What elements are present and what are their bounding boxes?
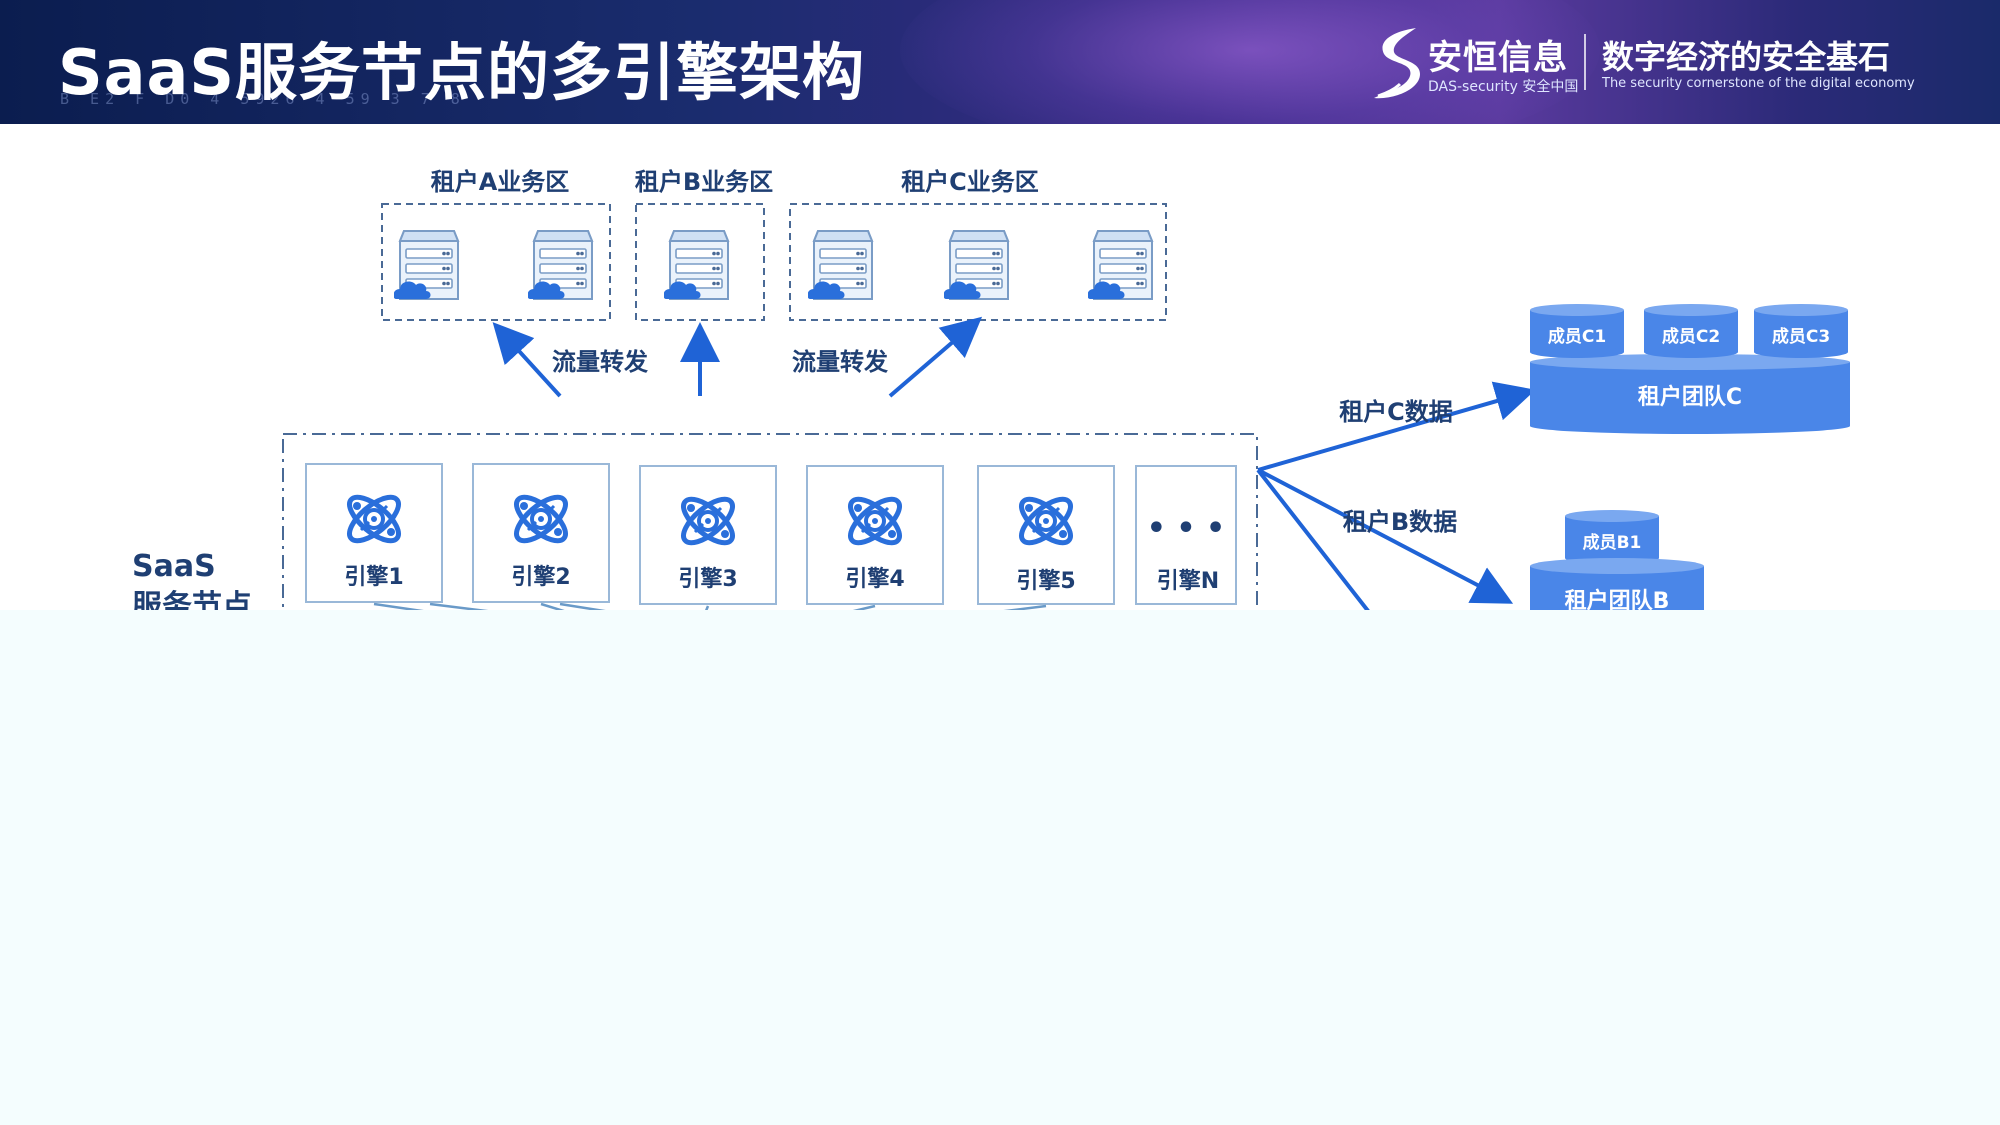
- header-glow: [900, 0, 1600, 124]
- server-cloud-icon: [944, 229, 1010, 301]
- zone-c-box: [789, 203, 1167, 321]
- zone-b-box: [635, 203, 765, 321]
- lower-panel: [0, 610, 2000, 1125]
- server-cloud-icon: [394, 229, 460, 301]
- brand-name-en: DAS-security 安全中国: [1428, 79, 1579, 95]
- brand-logo: 安恒信息 DAS-security 安全中国 数字经济的安全基石 The sec…: [1370, 24, 1970, 104]
- team-b-cylinder: 租户团队B: [1530, 558, 1704, 610]
- forward-arrow-a: [492, 322, 562, 398]
- data-arrow-b: [1257, 468, 1514, 604]
- team-c-cylinder: 租户团队C: [1530, 354, 1850, 434]
- header-digits: B E2 F D0 4 5926 4 59 3 7 8: [60, 90, 466, 108]
- zone-a-box: [381, 203, 611, 321]
- member-label: 成员B1: [1583, 532, 1642, 553]
- data-arrow-a: [1256, 468, 1370, 610]
- architecture-diagram: 租户A业务区 租户B业务区 租户C业务区 流量转发 流量转发 SaaS 服务节点…: [132, 168, 1850, 610]
- engine-1: 引擎1: [305, 463, 443, 603]
- member-label: 成员C2: [1662, 326, 1720, 347]
- member-label: 成员C1: [1548, 326, 1606, 347]
- team-b-name: 租户团队B: [1565, 588, 1670, 610]
- forward-label-right: 流量转发: [792, 348, 888, 376]
- engine-4: 引擎4: [806, 465, 944, 605]
- forward-label-left: 流量转发: [552, 348, 648, 376]
- page-title: SaaS服务节点的多引擎架构: [58, 36, 865, 109]
- engine-more-dots: • • •: [1147, 511, 1225, 546]
- brand-name-cn: 安恒信息: [1428, 38, 1568, 78]
- team-c-name: 租户团队C: [1638, 384, 1742, 410]
- data-label-b: 租户B数据: [1343, 508, 1457, 536]
- engine-5: 引擎5: [977, 465, 1115, 605]
- engine-2: 引擎2: [472, 463, 610, 603]
- slogan-cn: 数字经济的安全基石: [1602, 38, 1891, 76]
- saas-node-label-1: SaaS: [132, 549, 216, 584]
- member-c1: 成员C1: [1530, 304, 1624, 358]
- shield-logo-icon: [1374, 28, 1420, 99]
- server-cloud-icon: [664, 229, 730, 301]
- member-b1: 成员B1: [1565, 510, 1659, 564]
- member-c2: 成员C2: [1644, 304, 1738, 358]
- logo-divider: [1584, 34, 1586, 90]
- zone-a-label: 租户A业务区: [431, 168, 570, 196]
- forward-arrow-c: [888, 316, 983, 398]
- engine-label: 引擎5: [1016, 569, 1075, 594]
- slogan-en: The security cornerstone of the digital …: [1602, 76, 1915, 91]
- saas-node-box: [282, 433, 1258, 610]
- member-c3: 成员C3: [1754, 304, 1848, 358]
- engine-3: 引擎3: [639, 465, 777, 605]
- member-label: 成员C3: [1772, 326, 1830, 347]
- engine-label: 引擎3: [678, 567, 737, 592]
- server-cloud-icon: [808, 229, 874, 301]
- server-cloud-icon: [1088, 229, 1154, 301]
- engine-label: 引擎2: [511, 565, 570, 590]
- engine-label: 引擎N: [1157, 569, 1219, 594]
- data-arrow-c: [1257, 381, 1536, 472]
- saas-node-label-2: 服务节点: [132, 589, 252, 610]
- data-label-c: 租户C数据: [1339, 398, 1453, 426]
- zone-b-label: 租户B业务区: [635, 168, 773, 196]
- header-banner: B E2 F D0 4 5926 4 59 3 7 8 SaaS服务节点的多引擎…: [0, 0, 2000, 124]
- zone-c-label: 租户C业务区: [901, 168, 1039, 196]
- engine-label: 引擎4: [845, 567, 904, 592]
- engine-n: • • • 引擎N: [1135, 465, 1237, 605]
- engine-label: 引擎1: [344, 565, 403, 590]
- server-cloud-icon: [528, 229, 594, 301]
